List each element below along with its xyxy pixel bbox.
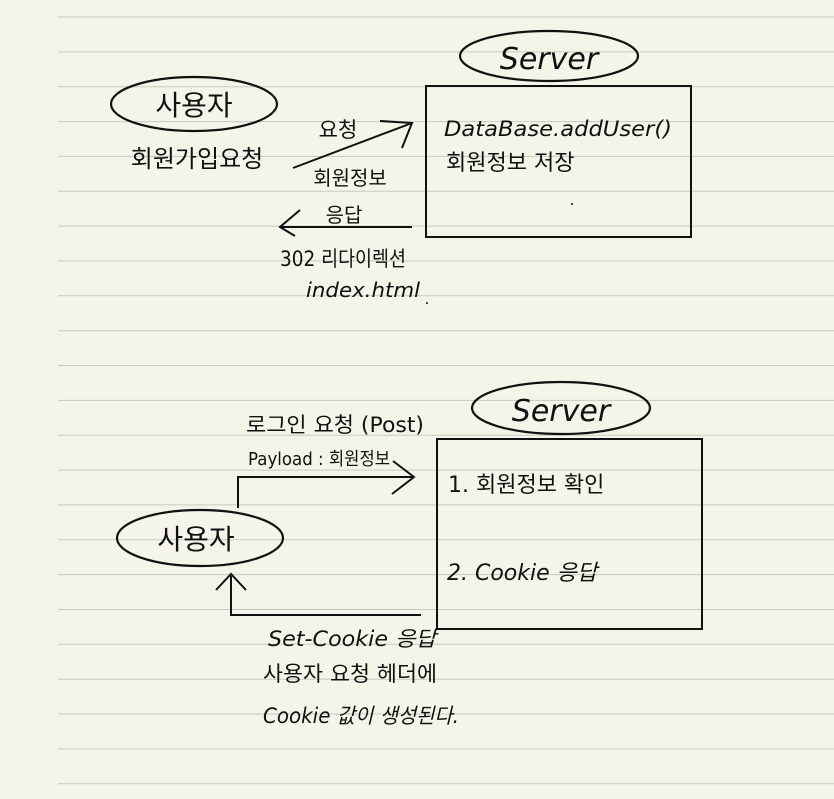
user-label: 사용자 [155, 89, 232, 122]
server-box [436, 438, 703, 630]
response-line-1: Set-Cookie 응답 [268, 627, 439, 651]
signup-diagram: 사용자 회원가입요청 Server DataBase.addUser() 회원정… [109, 29, 692, 304]
request-arrow-head [379, 120, 414, 149]
response-detail-2: index.html [306, 278, 420, 302]
response-line-2: 사용자 요청 헤더에 [263, 662, 437, 686]
server-line-2: 회원정보 저장 [446, 151, 574, 176]
user-action-label: 회원가입요청 [131, 145, 263, 173]
server-ellipse [470, 380, 652, 436]
server-ellipse [458, 29, 640, 83]
ink-dot [426, 302, 428, 304]
user-label: 사용자 [157, 523, 234, 556]
response-detail-1: 302 리다이렉션 [280, 247, 406, 271]
response-label: 응답 [326, 203, 363, 227]
server-step-2: 2. Cookie 응답 [447, 561, 600, 586]
response-arrow-head [278, 209, 301, 237]
ruled-lines [58, 16, 834, 785]
request-payload-label: Payload : 회원정보 [248, 449, 390, 470]
user-ellipse [115, 508, 285, 568]
response-arrow-line [230, 576, 421, 616]
request-arrow-head [391, 460, 416, 495]
response-arrow-head [215, 572, 247, 591]
ink-dot [571, 203, 573, 205]
server-label: Server [500, 42, 600, 77]
server-label: Server [512, 394, 612, 429]
request-label: 로그인 요청 (Post) [246, 413, 424, 437]
server-line-1: DataBase.addUser() [444, 117, 672, 141]
user-ellipse [109, 75, 279, 133]
server-box [425, 85, 692, 238]
request-payload-label: 회원정보 [313, 166, 387, 190]
request-arrow-line [237, 476, 413, 508]
login-diagram: 사용자 Server 1. 회원정보 확인 2. Cookie 응답 로그인 요… [115, 380, 703, 728]
request-arrow-line [292, 122, 413, 169]
response-line-3: Cookie 값이 생성된다. [263, 704, 459, 728]
request-label: 요청 [319, 118, 358, 142]
server-step-1: 1. 회원정보 확인 [448, 473, 604, 498]
